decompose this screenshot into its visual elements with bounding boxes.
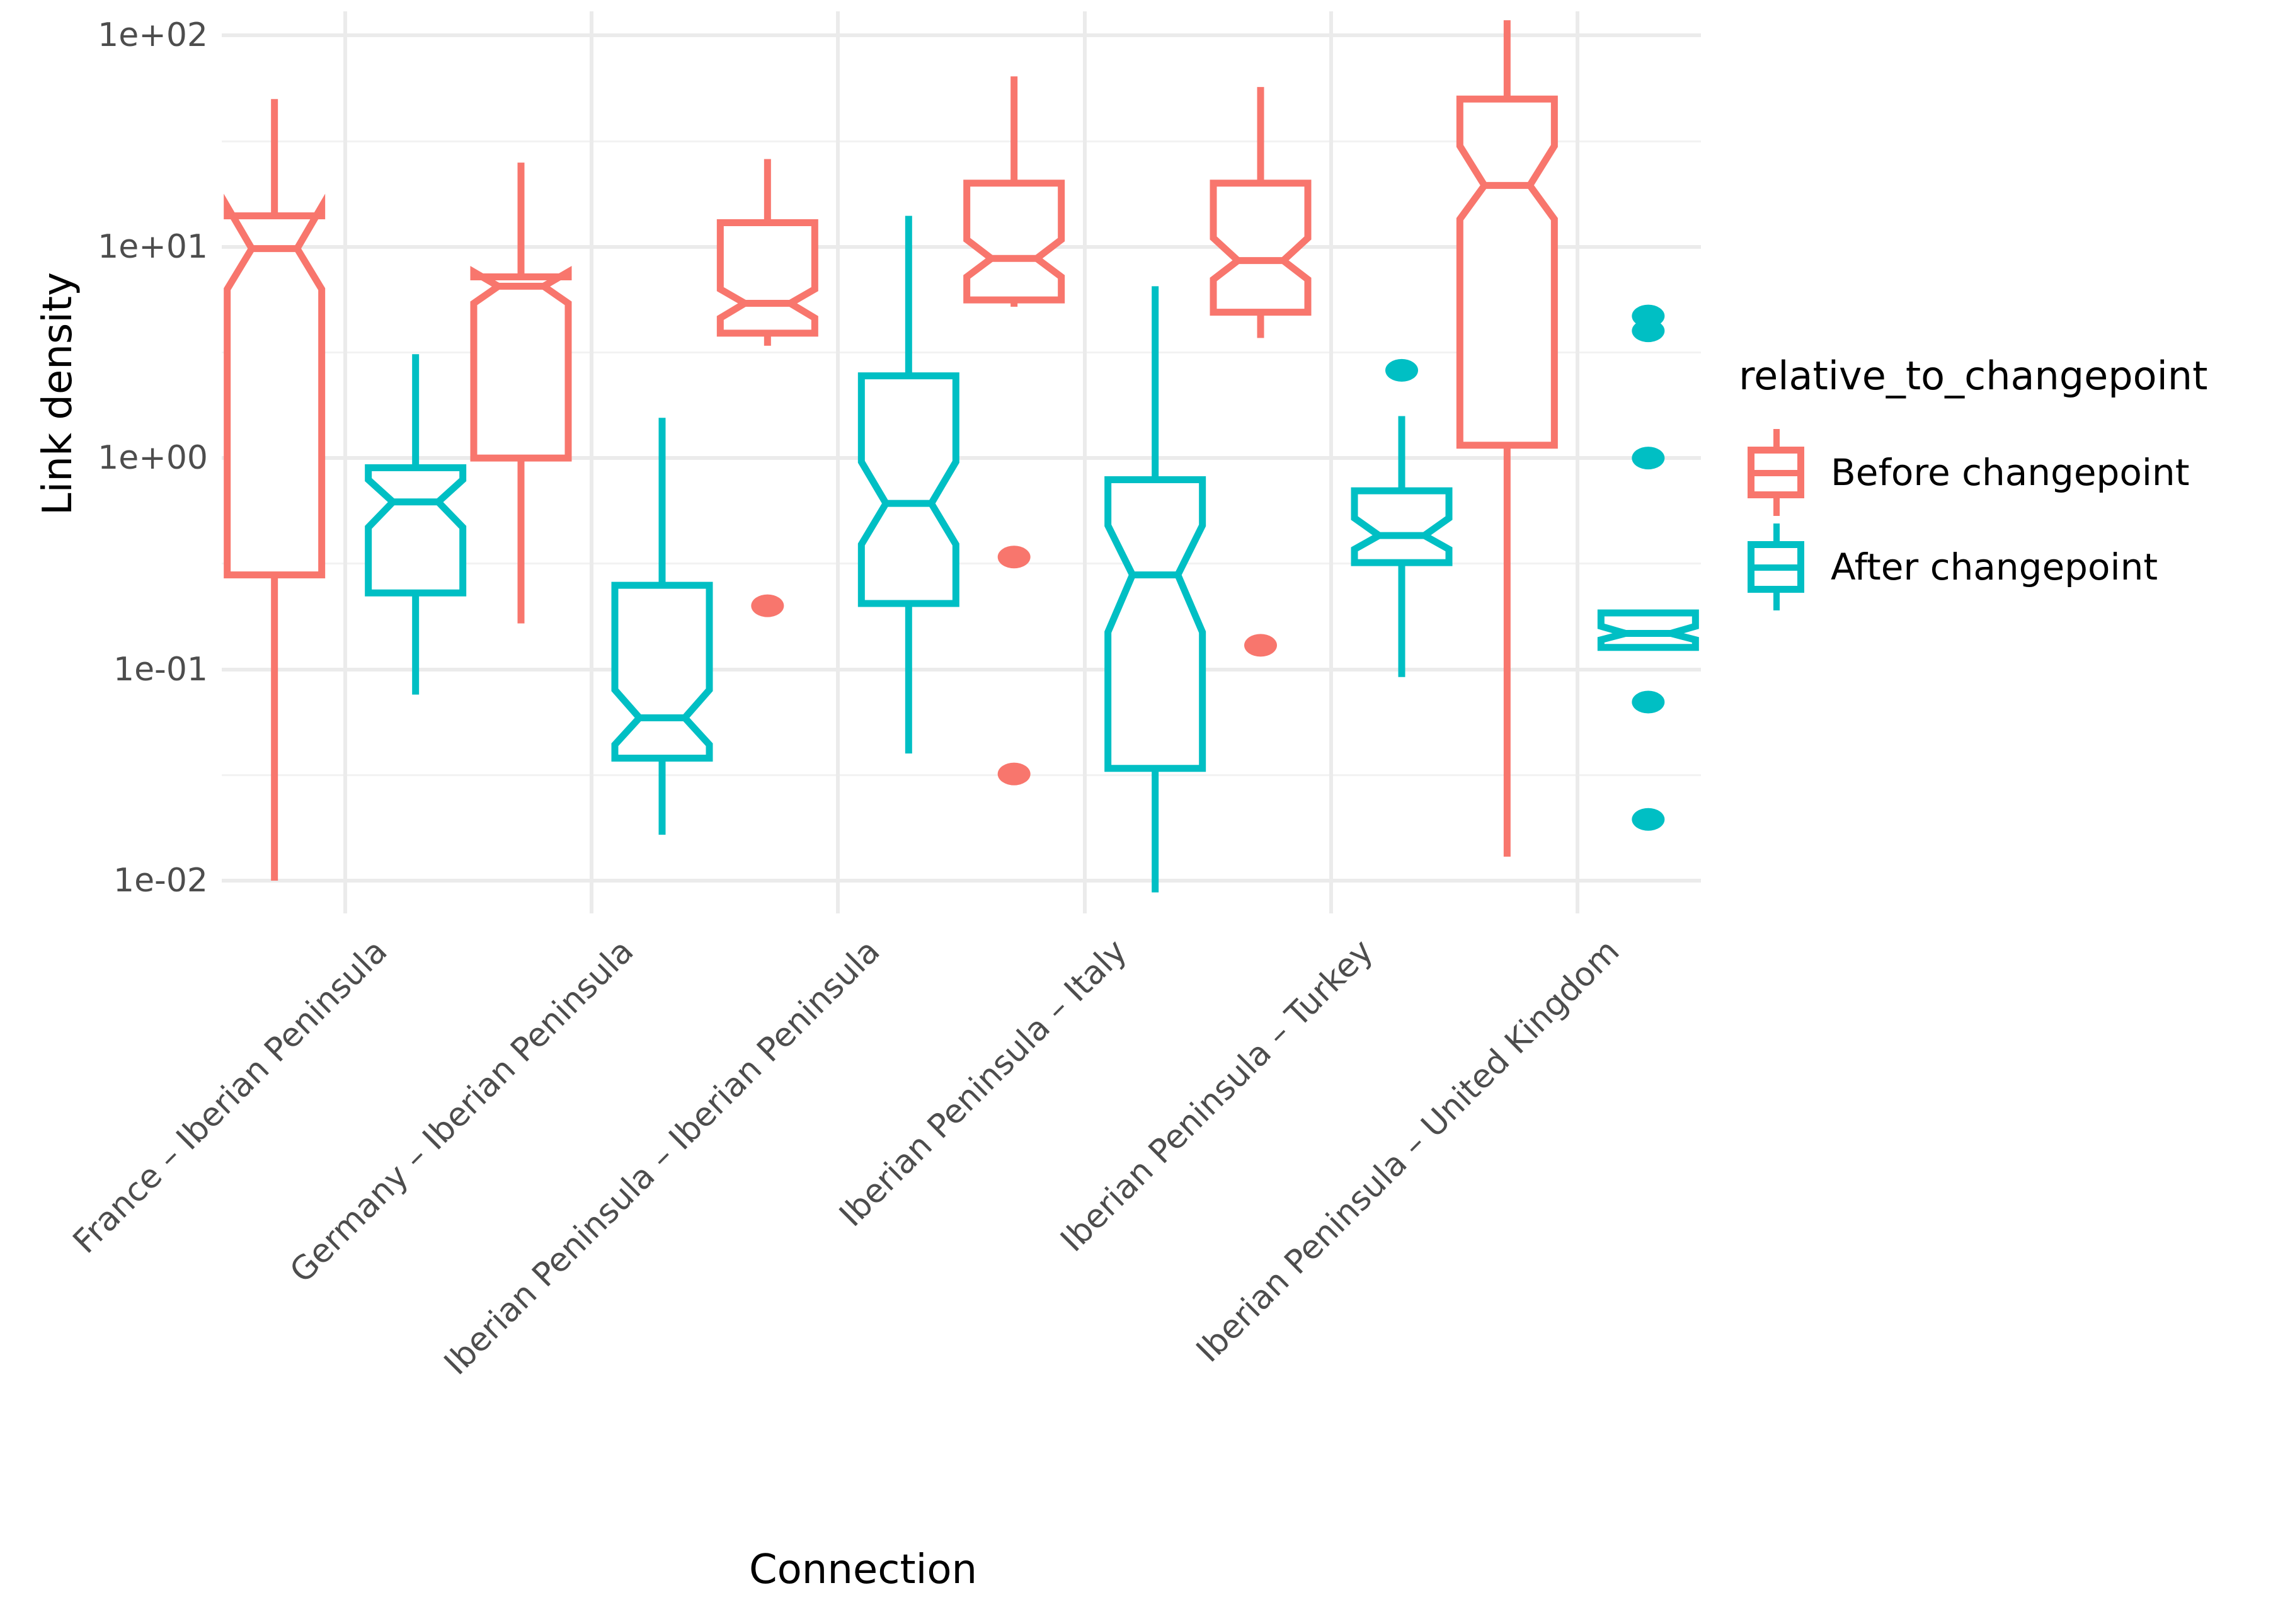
gridline-major-x (590, 11, 593, 913)
legend-item[interactable]: Before changepoint (1739, 425, 2268, 520)
y-axis-tick-label: 1e-01 (113, 650, 208, 689)
legend-title: relative_to_changepoint (1739, 353, 2208, 399)
y-axis-tick-label: 1e+01 (98, 227, 208, 266)
plot-panel (222, 11, 1701, 913)
boxplot-box (1104, 286, 1206, 893)
x-axis-tick-label: Iberian Peninsula – Italy (832, 932, 1135, 1235)
gridline-major-x (1082, 11, 1087, 913)
y-axis-tick-labels: 1e+02 1e+01 1e+00 1e-01 1e-02 (6, 0, 208, 920)
legend-item-label: Before changepoint (1831, 451, 2190, 494)
gridline-major-x (1329, 11, 1333, 913)
y-axis-tick-label: 1e+00 (98, 439, 208, 477)
legend-item-label: After changepoint (1831, 546, 2158, 588)
boxplot-box (1456, 20, 1558, 857)
gridline-minor-y (222, 563, 1701, 565)
boxplot-box (224, 99, 326, 881)
legend-key-boxplot-icon (1739, 425, 1814, 520)
y-axis-tick-label: 1e-02 (113, 862, 208, 900)
gridline-minor-y (222, 352, 1701, 353)
legend: relative_to_changepoint Before changepoi… (1739, 353, 2268, 614)
gridline-major-x (1576, 11, 1580, 913)
boxplot-box (857, 215, 959, 754)
boxplot-outlier-point (1632, 808, 1665, 831)
gridline-major-y (222, 456, 1701, 460)
boxplot-outlier-point (1632, 319, 1665, 343)
boxplot-box (1597, 304, 1699, 831)
gridline-major-y (222, 879, 1701, 883)
x-axis-tick-label: Iberian Peninsula – United Kingdom (1189, 932, 1627, 1370)
gridline-major-y (222, 33, 1701, 38)
gridline-major-x (836, 11, 840, 913)
boxplot-box (365, 354, 467, 695)
boxplot-box (611, 418, 713, 835)
boxplot-outlier-point (1385, 358, 1418, 382)
y-axis-tick-label: 1e+02 (98, 16, 208, 55)
gridline-major-y (222, 667, 1701, 672)
boxplot-outlier-point (997, 546, 1031, 569)
boxplot-box (1351, 358, 1453, 677)
gridline-major-y (222, 244, 1701, 249)
gridline-minor-y (222, 140, 1701, 142)
boxplot-outlier-point (1632, 447, 1665, 470)
boxplot-outlier-point (751, 594, 784, 617)
legend-key-boxplot-icon (1739, 520, 1814, 614)
x-axis-tick-label: Iberian Peninsula – Iberian Peninsula (437, 932, 888, 1383)
gridline-minor-y (222, 774, 1701, 776)
boxplot-box (716, 159, 818, 617)
boxplot-box (470, 163, 572, 624)
boxplot-outlier-point (1632, 690, 1665, 714)
boxplot-outlier-point (1244, 634, 1277, 657)
gridline-major-x (343, 11, 347, 913)
boxplot-box (963, 76, 1065, 786)
boxplot-box (1210, 87, 1312, 657)
legend-item[interactable]: After changepoint (1739, 520, 2268, 614)
x-axis-title: Connection (748, 1547, 978, 1593)
boxplot-outlier-point (997, 762, 1031, 786)
